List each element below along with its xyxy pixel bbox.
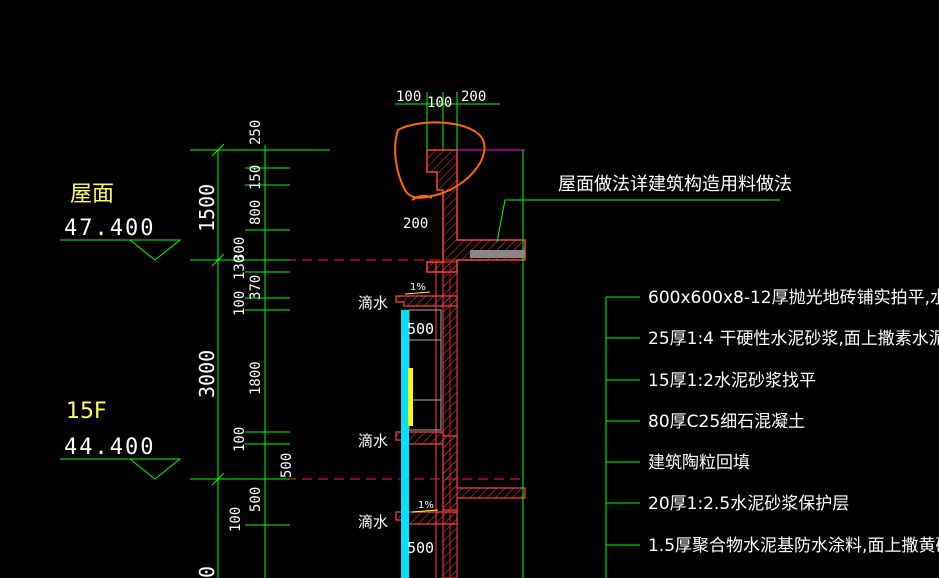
- dim-top-100-a: 100: [396, 89, 421, 105]
- dim-150: 150: [248, 165, 264, 190]
- dim-overall-3000: 3000: [195, 350, 219, 398]
- dim-100-b: 100: [232, 427, 248, 452]
- dim-bottom-0: 0: [195, 566, 219, 578]
- floor15-elevation: 44.400: [64, 435, 155, 460]
- window-dim-500-a: 500: [407, 320, 434, 338]
- dimension-chain-overall: [190, 143, 330, 578]
- floor15-label: 15F: [66, 399, 107, 424]
- layer-list: 600x600x8-12厚抛光地砖铺实拍平,水泥浆擦 25厚1:4 干硬性水泥砂…: [648, 288, 939, 578]
- layer-item: 20厚1:2.5水泥砂浆保护层: [648, 494, 849, 514]
- dim-130: 130: [232, 255, 248, 280]
- dim-wall-200: 200: [403, 216, 428, 232]
- floor15-level-marker: 15F 44.400: [60, 399, 182, 480]
- drip-label-3: 滴水: [358, 513, 388, 531]
- dim-250: 250: [248, 120, 264, 145]
- roof-elevation: 47.400: [64, 216, 155, 241]
- layer-item: 25厚1:4 干硬性水泥砂浆,面上撒素水泥: [648, 329, 939, 349]
- roof-label: 屋面: [70, 182, 114, 207]
- slope-label-1: 1%: [410, 282, 426, 293]
- layer-item: 80厚C25细石混凝土: [648, 412, 805, 432]
- dim-top-100-b: 100: [427, 95, 452, 111]
- roof-note: 屋面做法详建筑构造用料做法: [558, 174, 792, 195]
- window-dim-500-b: 500: [407, 539, 434, 557]
- review-markup-circle: [394, 121, 486, 199]
- top-dimension: [395, 92, 500, 150]
- dim-overall-1500: 1500: [195, 184, 219, 232]
- drip-label-1: 滴水: [358, 294, 388, 312]
- dim-800: 800: [248, 200, 264, 225]
- dimension-chain-detail: [245, 145, 290, 578]
- dim-300: 300: [232, 237, 248, 262]
- layer-item: 600x600x8-12厚抛光地砖铺实拍平,水泥浆擦: [648, 288, 939, 308]
- window-frames: [401, 309, 442, 578]
- dim-1800: 1800: [248, 361, 264, 395]
- dim-top-200: 200: [461, 89, 486, 105]
- layer-item: ...: [648, 569, 664, 578]
- dim-370: 370: [248, 275, 264, 300]
- wall-section: [395, 149, 526, 578]
- dim-100-a: 100: [232, 291, 248, 316]
- window-handle: [408, 368, 413, 426]
- dim-500-left: 500: [248, 487, 264, 512]
- dim-500-side: 500: [279, 453, 295, 478]
- floor15-level-symbol: [60, 458, 182, 480]
- layer-item: 15厚1:2水泥砂浆找平: [648, 371, 816, 391]
- layer-item: 1.5厚聚合物水泥基防水涂料,面上撒黄砂,: [648, 536, 939, 556]
- roof-level-symbol: [60, 239, 182, 261]
- drip-label-2: 滴水: [358, 432, 388, 450]
- roof-level-marker: 屋面 47.400: [60, 182, 182, 261]
- layer-leader: [605, 296, 640, 578]
- layer-item: 建筑陶粒回填: [648, 453, 750, 473]
- roof-finish-layer: [470, 250, 525, 258]
- dim-100-c: 100: [228, 507, 244, 532]
- slope-label-2: 1%: [418, 500, 434, 511]
- roof-note-leader: [496, 199, 780, 243]
